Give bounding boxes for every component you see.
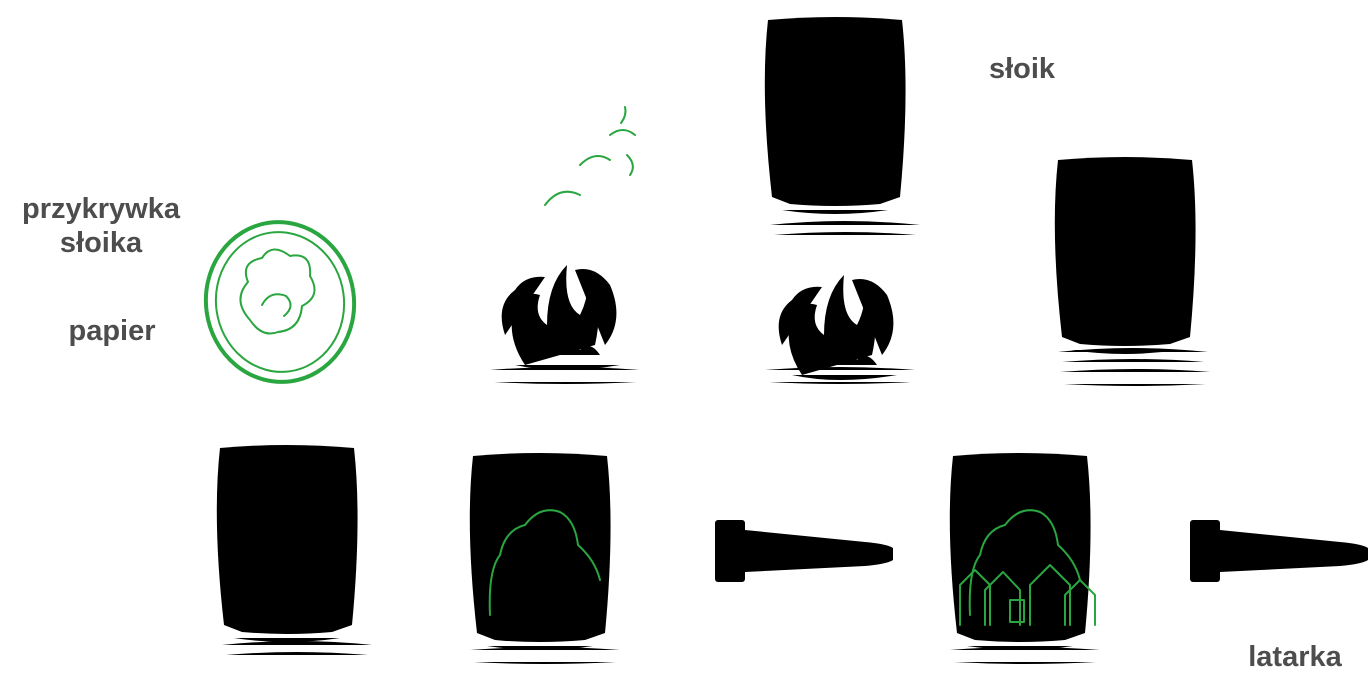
- jar-on-lid: [1055, 157, 1210, 386]
- jar-above-fire: [765, 17, 920, 384]
- lid-with-paper: [196, 212, 365, 391]
- burning-paper-on-lid: [502, 107, 635, 370]
- jar-closed-with-smoke: [217, 445, 372, 655]
- jar-lit-by-flashlight: [470, 453, 893, 664]
- jar-with-houses-flashlight: [950, 453, 1368, 664]
